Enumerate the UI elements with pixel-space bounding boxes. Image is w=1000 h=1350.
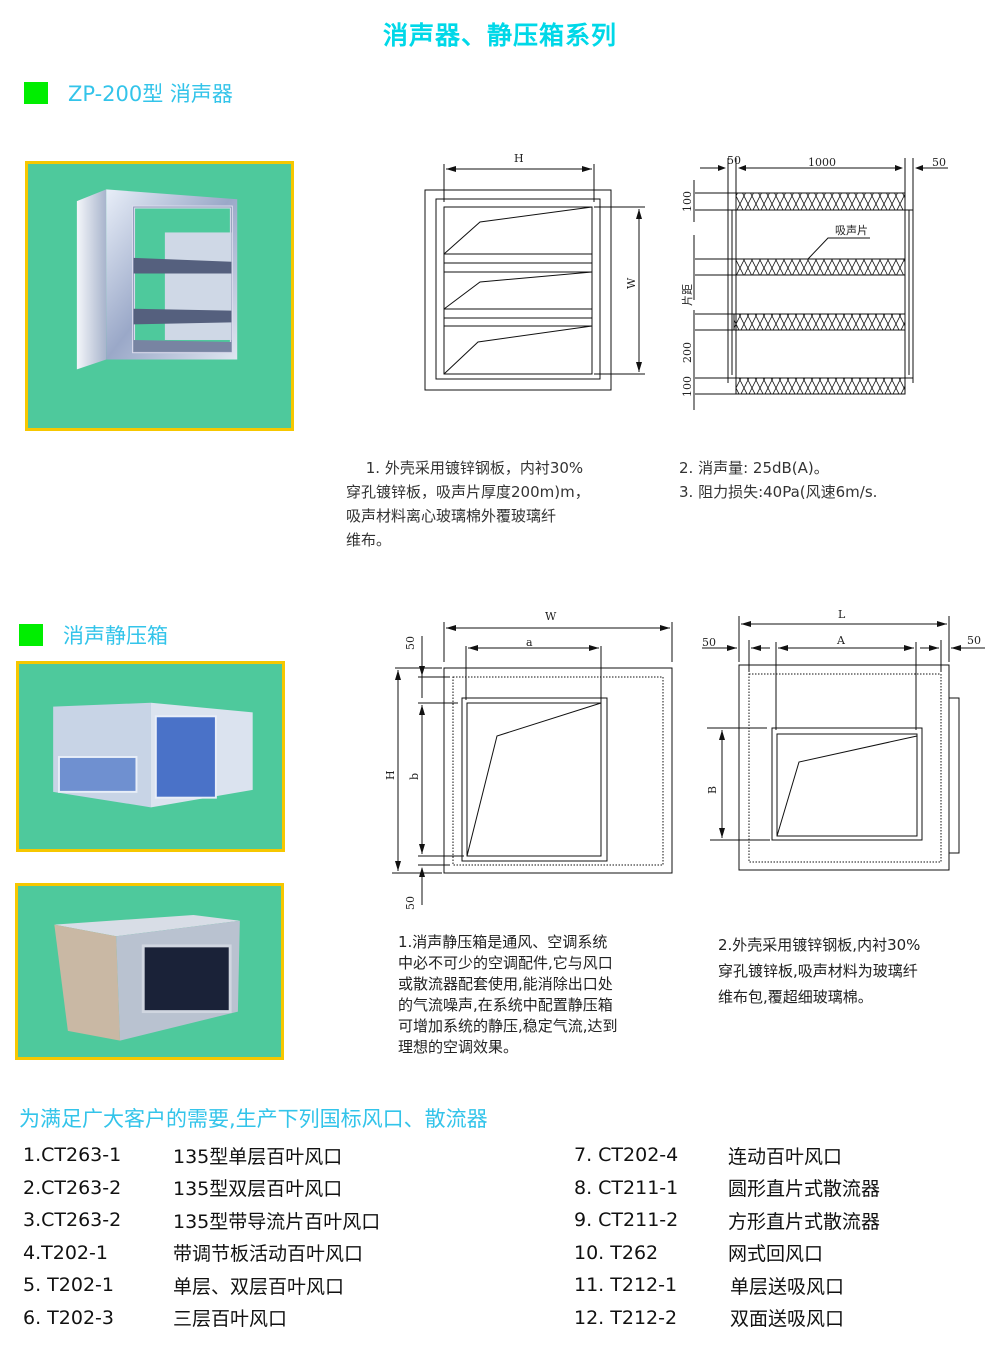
plenum-box-illustration-icon (53, 702, 253, 808)
svg-text:片距: 片距 (681, 284, 694, 306)
green-square-marker-icon (24, 82, 48, 104)
plenum-box-photo-1 (16, 661, 285, 852)
svg-text:50: 50 (404, 896, 417, 910)
muffler-illustration-icon (76, 189, 238, 370)
muffler-spec-left: 1. 外壳采用镀锌钢板，内衬30% 穿孔镀锌板，吸声片厚度200m)m， 吸声材… (346, 459, 590, 549)
plenum-box-front-diagram: W a 50 H b 50 (384, 610, 673, 910)
plenum-box-side-diagram: L 50 A 50 B (702, 608, 985, 871)
muffler-spec-right: 2. 消声量: 25dB(A)。 3. 阻力损失:40Pa(风速6m/s. (679, 459, 878, 501)
products-heading: 为满足广大客户的需要,生产下列国标风口、散流器 (19, 1107, 488, 1131)
svg-text:A: A (836, 634, 846, 647)
svg-text:50: 50 (932, 156, 946, 169)
section-heading-muffler: ZP-200型 消声器 (24, 78, 233, 108)
svg-text:a: a (526, 636, 533, 649)
svg-text:W: W (545, 610, 557, 623)
muffler-photo (25, 161, 294, 431)
svg-text:100: 100 (681, 191, 694, 212)
svg-text:W: W (625, 277, 638, 289)
svg-text:1000: 1000 (808, 156, 836, 169)
green-square-marker-icon (19, 624, 43, 646)
plenum-box-illustration-icon (54, 914, 240, 1041)
svg-text:100: 100 (681, 376, 694, 397)
svg-text:50: 50 (702, 636, 716, 649)
plenum-box-spec-left: 1.消声静压箱是通风、空调系统 中必不可少的空调配件,它与风口 或散流器配套使用… (398, 933, 618, 1056)
section-heading-plenum-box: 消声静压箱 (19, 620, 168, 650)
svg-text:B: B (706, 786, 719, 794)
muffler-side-diagram: 50 1000 50 100 吸声片 片距 200 100 (681, 154, 948, 410)
page-title: 消声器、静压箱系列 (382, 21, 617, 50)
svg-text:H: H (514, 152, 524, 165)
svg-text:50: 50 (727, 154, 741, 167)
svg-text:H: H (384, 770, 397, 780)
muffler-front-diagram: H W (424, 152, 645, 391)
plenum-box-spec-right: 2.外壳采用镀锌钢板,内衬30% 穿孔镀锌板,吸声材料为玻璃纤 维布包,覆超细玻… (718, 936, 921, 1006)
svg-text:200: 200 (681, 342, 694, 363)
svg-text:b: b (408, 773, 421, 780)
svg-text:L: L (838, 608, 846, 621)
plenum-box-photo-2 (15, 883, 284, 1060)
svg-text:吸声片: 吸声片 (835, 223, 868, 237)
svg-text:50: 50 (404, 636, 417, 650)
svg-text:50: 50 (967, 634, 981, 647)
